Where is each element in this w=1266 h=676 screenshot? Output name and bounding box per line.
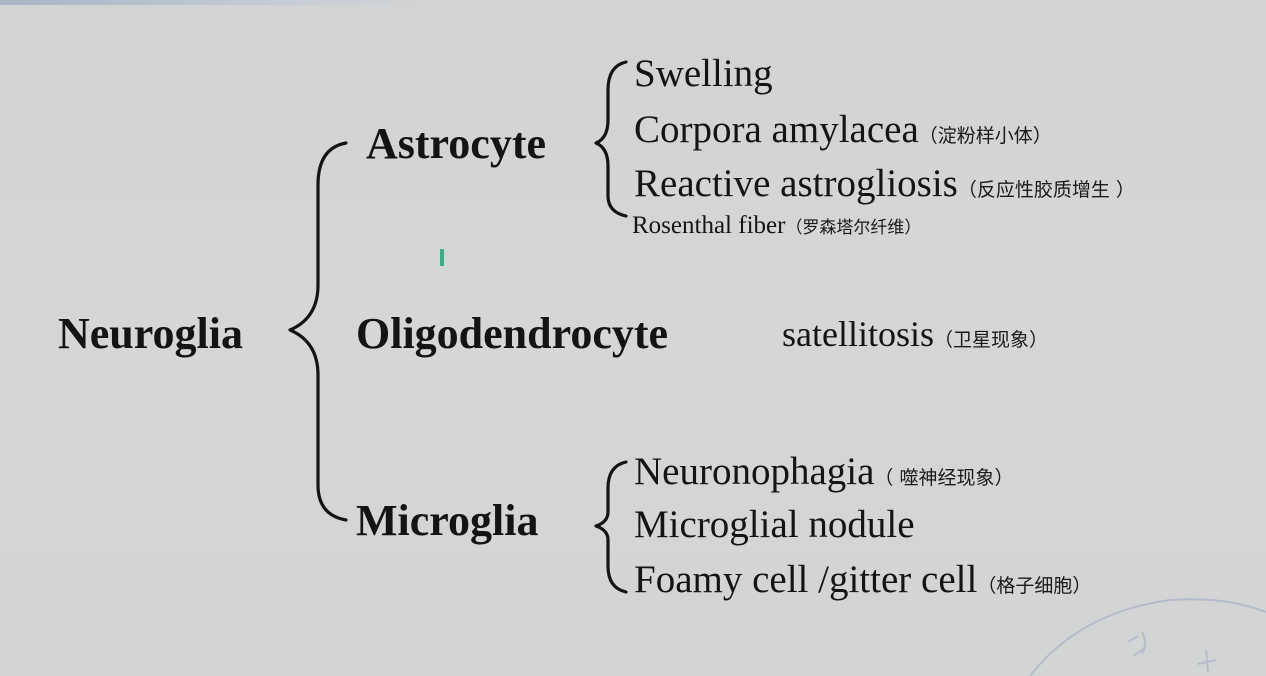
microglia-item: Foamy cell /gitter cell（格子细胞） — [634, 560, 1091, 599]
astrocyte-item: Rosenthal fiber（罗森塔尔纤维） — [632, 213, 921, 238]
astrocyte-item-en: Corpora amylacea — [634, 108, 919, 151]
microglia-item-cn: （格子细胞） — [977, 575, 1092, 597]
oligodendrocyte-item-en: satellitosis — [782, 314, 934, 354]
oligodendrocyte-label: Oligodendrocyte — [356, 309, 669, 358]
oligodendrocyte-item-cn: （卫星现象） — [934, 329, 1049, 351]
text-cursor-mark — [440, 249, 444, 266]
root-label: Neuroglia — [58, 309, 243, 358]
astrocyte-item: Reactive astrogliosis（反应性胶质增生 ） — [634, 164, 1135, 203]
astrocyte-label: Astrocyte — [366, 119, 546, 168]
astrocyte-item: Corpora amylacea（淀粉样小体） — [634, 110, 1052, 149]
astrocyte-item-cn: （反应性胶质增生 ） — [957, 179, 1135, 201]
microglia-item: Neuronophagia（ 噬神经现象） — [634, 452, 1013, 491]
microglia-item-en: Foamy cell /gitter cell — [634, 558, 978, 601]
astrocyte-item-en: Swelling — [634, 52, 773, 95]
astrocyte-brace — [594, 60, 628, 218]
astrocyte-item-cn: （罗森塔尔纤维） — [785, 218, 922, 238]
microglia-label: Microglia — [356, 496, 539, 545]
top-accent-bar — [0, 0, 420, 5]
neuroglia-brace — [288, 141, 348, 522]
microglia-item: Microglial nodule — [634, 505, 915, 544]
microglia-item-en: Microglial nodule — [634, 503, 915, 546]
microglia-item-en: Neuronophagia — [634, 450, 875, 493]
microglia-brace — [594, 460, 628, 594]
astrocyte-item-en: Rosenthal fiber — [632, 212, 786, 239]
astrocyte-item-cn: （淀粉样小体） — [918, 125, 1052, 147]
oligodendrocyte-item: satellitosis（卫星现象） — [782, 316, 1048, 352]
microglia-item-cn: （ 噬神经现象） — [874, 467, 1014, 489]
astrocyte-item: Swelling — [634, 54, 773, 93]
astrocyte-item-en: Reactive astrogliosis — [634, 162, 958, 205]
